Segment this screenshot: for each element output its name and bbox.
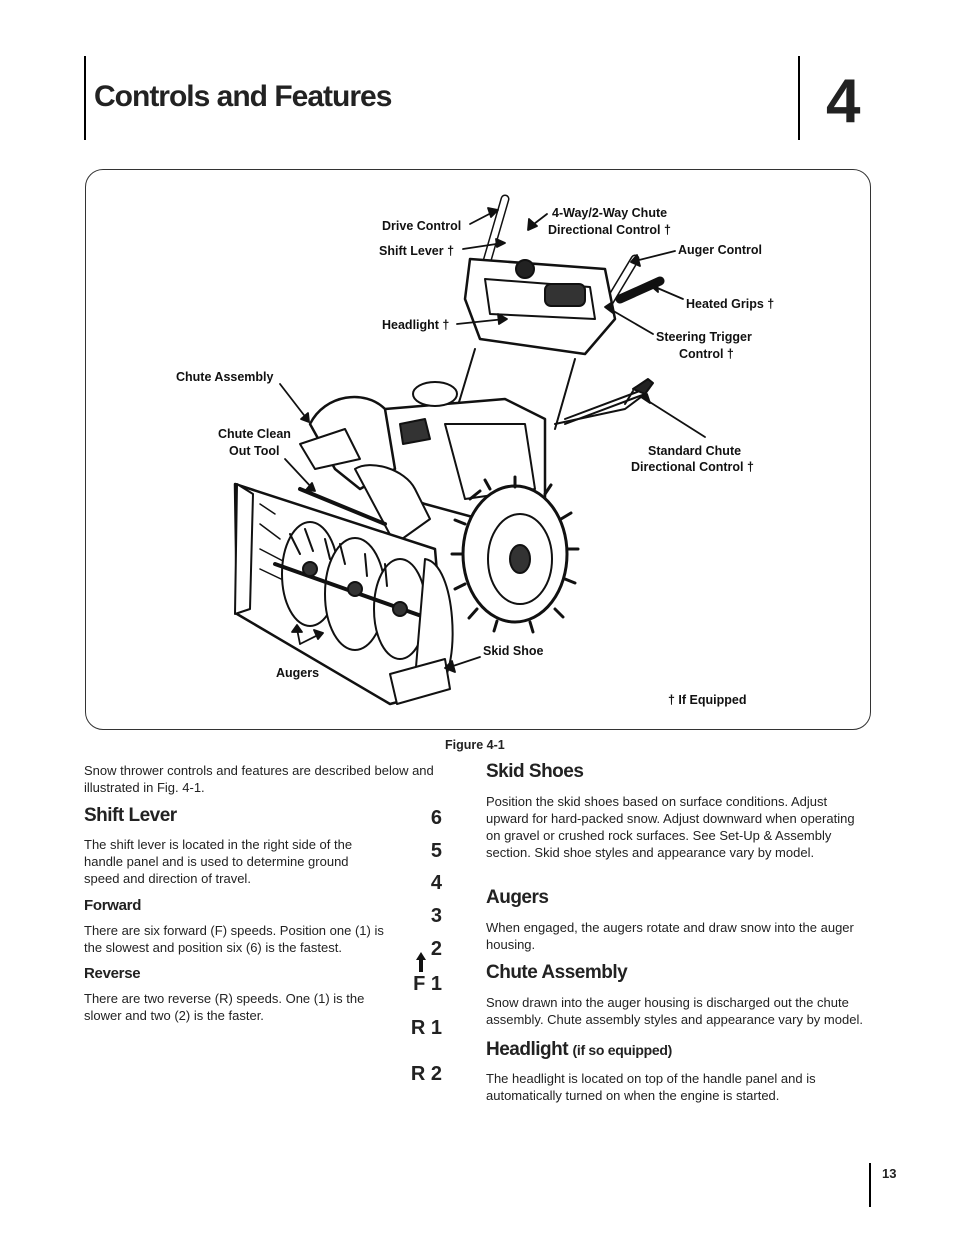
label-std-chute-2: Directional Control † xyxy=(631,460,754,474)
page-title: Controls and Features xyxy=(94,80,392,113)
figure-frame xyxy=(85,169,871,730)
reverse-body: There are two reverse (R) speeds. One (1… xyxy=(84,991,365,1023)
gear-2: 2 xyxy=(430,938,442,960)
label-std-chute-1: Standard Chute xyxy=(648,444,742,458)
shift-lever-heading: Shift Lever xyxy=(84,805,177,826)
header-right-rule xyxy=(798,56,800,140)
chapter-number: 4 xyxy=(826,67,861,136)
reverse-heading: Reverse xyxy=(84,965,141,982)
snow-thrower-illustration xyxy=(233,194,706,706)
page-number: 13 xyxy=(882,1166,897,1181)
label-headlight: Headlight † xyxy=(382,318,450,332)
headlight-heading: Headlight (if so equipped) xyxy=(486,1039,672,1061)
gear-arrow-icon xyxy=(416,952,426,972)
figure-caption: Figure 4-1 xyxy=(445,738,505,752)
gear-f1: F 1 xyxy=(413,973,442,995)
label-steering-1: Steering Trigger xyxy=(656,330,752,344)
shift-lever-body: The shift lever is located in the right … xyxy=(84,837,353,886)
gear-5: 5 xyxy=(430,840,442,862)
chute-assembly-body: Snow drawn into the auger housing is dis… xyxy=(486,995,863,1027)
augers-body: When engaged, the augers rotate and draw… xyxy=(486,920,854,952)
label-chute-directional-1: 4-Way/2-Way Chute xyxy=(552,206,668,220)
header-left-rule xyxy=(84,56,86,140)
label-augers: Augers xyxy=(276,666,320,680)
footer-rule xyxy=(869,1163,871,1207)
gear-4: 4 xyxy=(430,872,442,894)
gear-6: 6 xyxy=(430,807,442,829)
headlight-body: The headlight is located on top of the h… xyxy=(486,1071,816,1103)
forward-heading: Forward xyxy=(84,897,142,914)
headlight-heading-text: Headlight xyxy=(486,1039,569,1060)
label-clean-out-2: Out Tool xyxy=(229,444,280,458)
figure-footnote: † If Equipped xyxy=(668,693,747,707)
label-chute-assembly: Chute Assembly xyxy=(176,370,274,384)
label-auger-control: Auger Control xyxy=(678,243,763,257)
chute-assembly-heading: Chute Assembly xyxy=(486,962,628,983)
label-shift-lever: Shift Lever † xyxy=(379,244,455,258)
skid-shoes-body: Position the skid shoes based on surface… xyxy=(486,794,855,860)
augers-heading: Augers xyxy=(486,887,549,908)
forward-body: There are six forward (F) speeds. Positi… xyxy=(84,923,384,955)
label-clean-out-1: Chute Clean xyxy=(218,427,291,441)
headlight-heading-suffix: (if so equipped) xyxy=(572,1042,673,1058)
label-drive-control: Drive Control xyxy=(382,219,462,233)
label-skid-shoe: Skid Shoe xyxy=(483,644,544,658)
skid-shoes-heading: Skid Shoes xyxy=(486,761,584,782)
intro-paragraph: Snow thrower controls and features are d… xyxy=(84,763,434,795)
label-steering-2: Control † xyxy=(679,347,734,361)
gear-r2: R 2 xyxy=(410,1063,442,1085)
gear-r1: R 1 xyxy=(410,1017,442,1039)
gear-3: 3 xyxy=(430,905,442,927)
label-heated-grips: Heated Grips † xyxy=(686,297,775,311)
label-chute-directional-2: Directional Control † xyxy=(548,223,671,237)
